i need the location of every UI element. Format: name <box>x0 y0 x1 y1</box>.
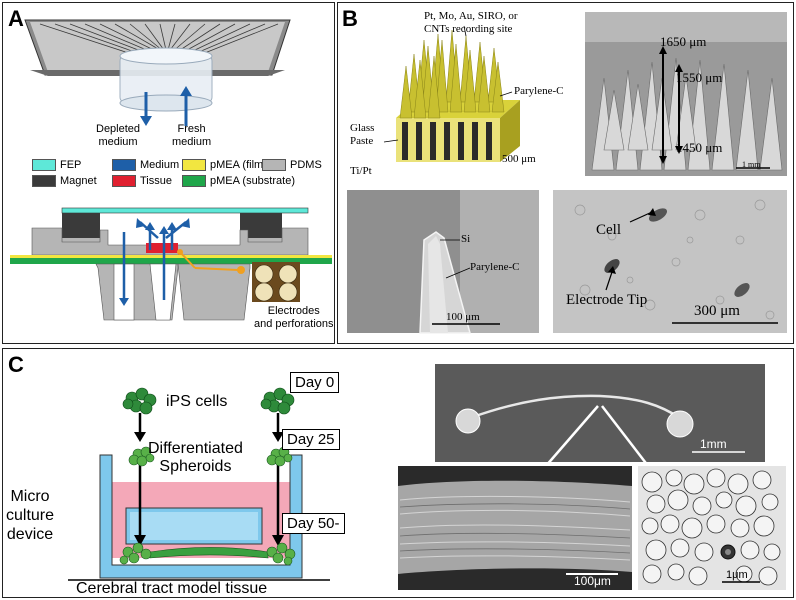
scale-1mm-label: 1 mm <box>742 160 761 169</box>
legend-pmea-substrate-label: pMEA (substrate) <box>210 175 295 187</box>
si-label: Si <box>461 233 471 245</box>
scale-100um-label: 100 μm <box>446 311 480 323</box>
height-1550-label: 1550 μm <box>676 70 723 85</box>
differentiated-spheroids-label: Differentiated Spheroids <box>148 440 243 475</box>
legend-tissue: Tissue <box>112 175 172 187</box>
recording-site-label: Pt, Mo, Au, SIRO, or CNTs recording site <box>424 10 518 35</box>
microneedle-array-render <box>383 25 520 162</box>
tipt-label: Ti/Pt <box>350 165 372 177</box>
tem-axon-image <box>638 466 786 590</box>
tract-tissue <box>119 542 296 566</box>
glass-paste-label: Glass Paste <box>350 122 375 147</box>
device-cross-section <box>10 207 332 321</box>
scale-100um-c-label: 100μm <box>574 574 611 588</box>
legend-pmea-film: pMEA (film) <box>182 159 267 171</box>
legend-swatch-magnet <box>32 175 56 187</box>
sem-fiber-zoom <box>398 466 632 590</box>
medium-flow-arrows <box>140 86 192 126</box>
legend-pdms-label: PDMS <box>290 159 322 171</box>
panel-b-label: B <box>342 6 358 31</box>
panel-c-label: C <box>8 352 24 377</box>
legend-swatch-pdms <box>262 159 286 171</box>
legend-fep: FEP <box>32 159 81 171</box>
ips-cells-label: iPS cells <box>166 393 228 410</box>
panel-a-label: A <box>8 6 24 31</box>
legend-swatch-tissue <box>112 175 136 187</box>
legend-pmea-substrate: pMEA (substrate) <box>182 175 295 187</box>
scale-1um-c-label: 1μm <box>726 569 748 581</box>
height-1650-label: 1650 μm <box>660 34 707 49</box>
sem-array-image <box>585 12 787 176</box>
spheroid-clusters <box>128 446 293 467</box>
fresh-medium-label: Fresh medium <box>172 123 212 148</box>
cerebral-tract-label: Cerebral tract model tissue <box>76 580 268 597</box>
legend-swatch-pmea-substrate <box>182 175 206 187</box>
legend-medium-label: Medium <box>140 159 180 171</box>
parylene-label: Parylene-C <box>514 85 564 97</box>
day-0-label: Day 0 <box>290 372 340 393</box>
legend-swatch-fep <box>32 159 56 171</box>
legend-fep-label: FEP <box>60 159 82 171</box>
legend-pmea-film-label: pMEA (film) <box>210 159 267 171</box>
electrodes-perforations-label: Electrodes and perforations <box>254 305 334 330</box>
height-1450-label: 1450 μm <box>676 140 723 155</box>
scale-500um-label: 500 μm <box>502 153 536 165</box>
micro-culture-device-label: Micro culture device <box>6 488 55 543</box>
legend-medium: Medium <box>112 159 179 171</box>
cell-electrode-image <box>553 190 787 333</box>
legend-magnet: Magnet <box>32 175 97 187</box>
scale-300um-label: 300 μm <box>694 303 740 319</box>
cell-label: Cell <box>596 222 621 238</box>
parylene-tip-label: Parylene-C <box>470 261 520 273</box>
sem-tract-overview <box>435 364 765 492</box>
electrode-perforation-inset <box>252 262 300 302</box>
legend-tissue-label: Tissue <box>140 175 172 187</box>
legend-swatch-pmea-film <box>182 159 206 171</box>
differentiation-arrows <box>134 413 284 546</box>
depleted-medium-label: Depleted medium <box>96 123 141 148</box>
ips-cell-clusters <box>122 387 295 415</box>
day-50-label: Day 50- <box>282 513 345 534</box>
sem-tip-image <box>347 190 539 334</box>
scale-1mm-c-label: 1mm <box>700 437 727 451</box>
legend-swatch-medium <box>112 159 136 171</box>
day-25-label: Day 25 <box>282 429 340 450</box>
legend-pdms: PDMS <box>262 159 322 171</box>
legend-magnet-label: Magnet <box>60 175 97 187</box>
electrode-tip-label: Electrode Tip <box>566 292 648 308</box>
